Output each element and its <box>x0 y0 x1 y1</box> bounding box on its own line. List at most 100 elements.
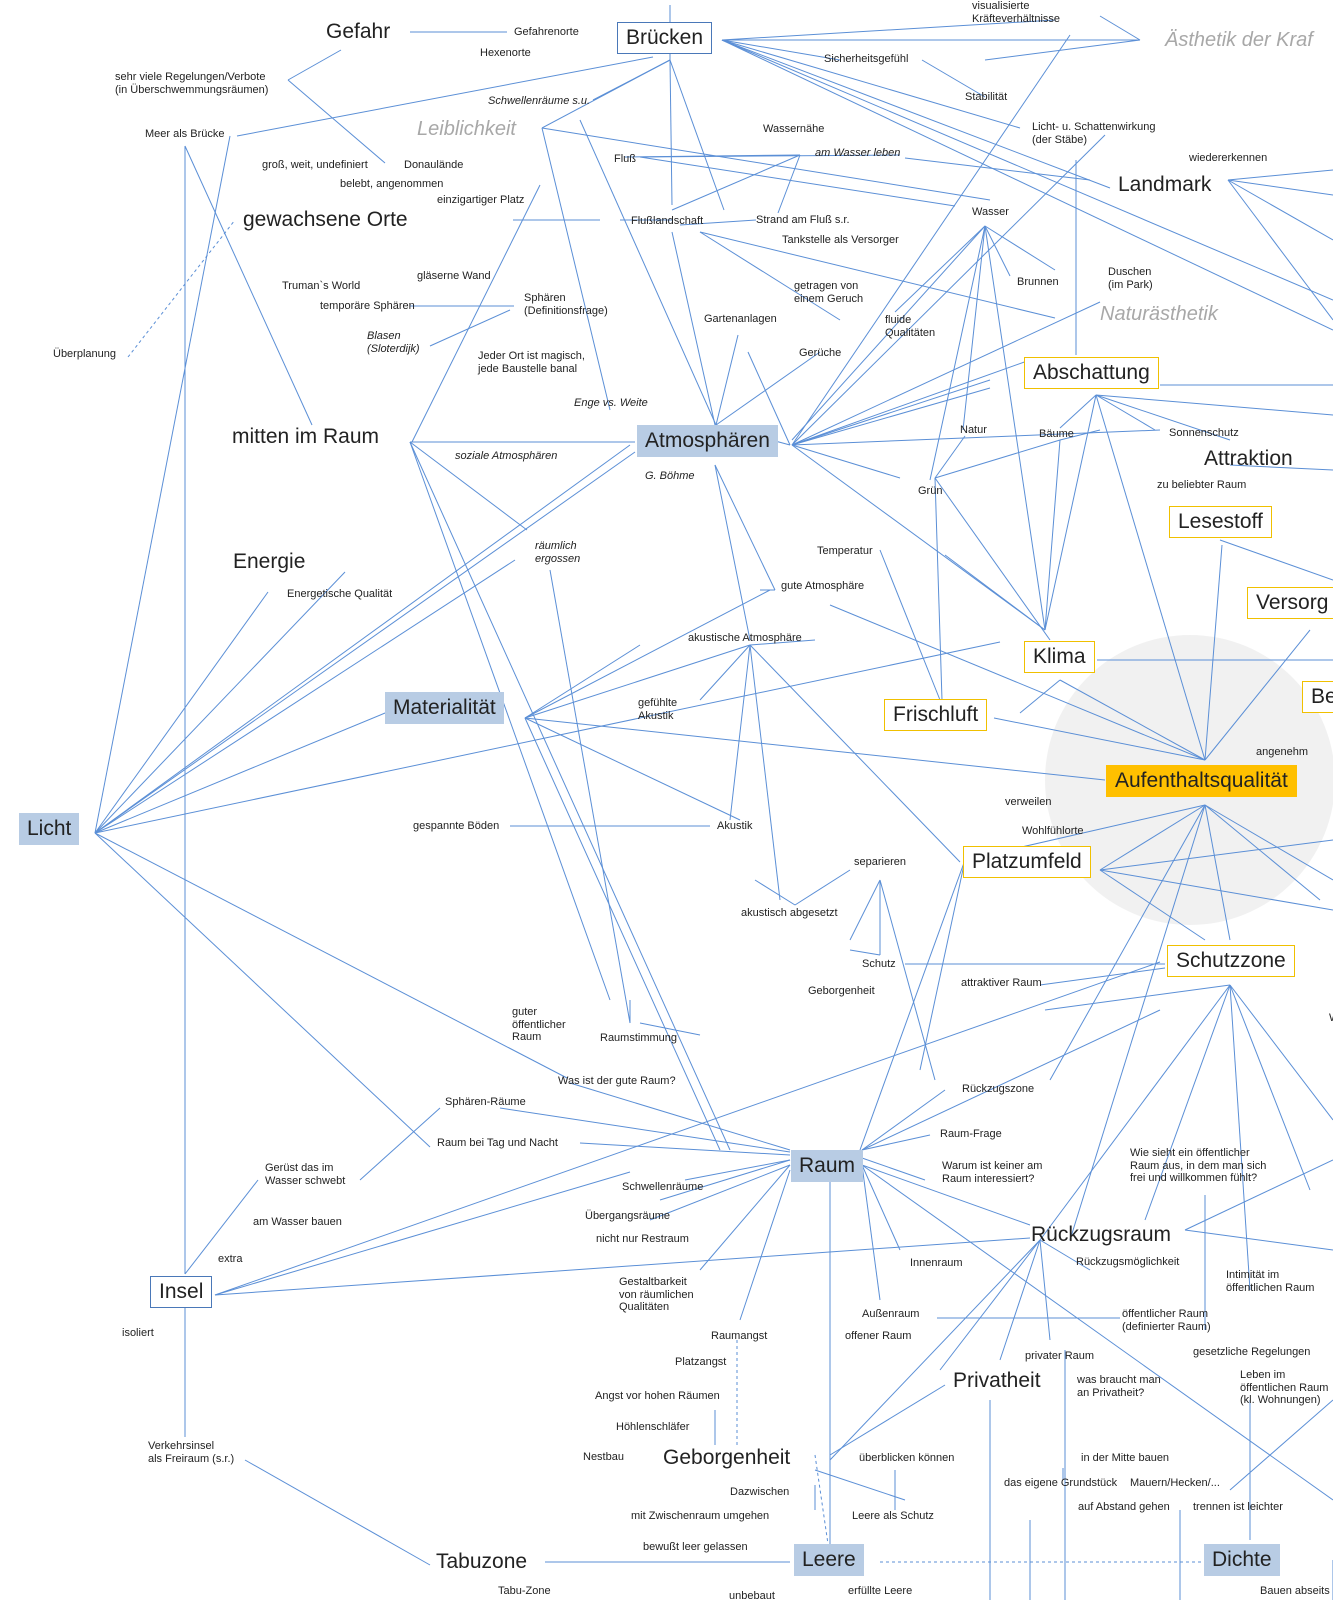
connection-line <box>94 641 1001 834</box>
node-verweilen: verweilen <box>1005 796 1052 808</box>
node-gefahrenorte: Gefahrenorte <box>514 26 579 38</box>
connection-line <box>184 145 313 426</box>
node-hexenorte: Hexenorte <box>480 47 531 59</box>
node-wohlfuehl: Wohlfühlorte <box>1022 825 1084 837</box>
node-wasser: Wasser <box>972 206 1009 218</box>
node-aesthetik: Ästhetik der Kraf <box>1165 29 1313 51</box>
connection-line <box>1095 394 1231 441</box>
connection-line <box>934 477 943 701</box>
connection-line <box>791 134 1106 446</box>
node-baeume: Bäume <box>1039 428 1074 440</box>
node-dazwischen: Dazwischen <box>730 1486 790 1498</box>
connection-line <box>861 1134 931 1151</box>
connection-line <box>679 219 757 226</box>
connection-line <box>94 571 346 834</box>
node-magisch: Jeder Ort ist magisch, jede Baustelle ba… <box>478 350 585 375</box>
node-donau: Donaulände <box>404 159 464 171</box>
connection-line <box>659 1159 791 1201</box>
connection-line <box>671 231 716 426</box>
connection-line <box>409 441 611 1001</box>
connection-line <box>1204 804 1231 941</box>
connection-line <box>639 1022 701 1036</box>
connection-line <box>524 644 751 719</box>
node-gerueche: Gerüche <box>799 347 842 359</box>
node-fluide: fluide Qualitäten <box>885 314 936 339</box>
connection-line <box>699 644 751 701</box>
connection-line <box>984 225 1011 277</box>
node-aufenthalt: Aufenthaltsqualität <box>1106 765 1297 798</box>
connection-line <box>359 1107 441 1181</box>
node-getragen: getragen von einem Geruch <box>794 280 864 305</box>
node-gewachsene: gewachsene Orte <box>243 208 408 231</box>
node-sozial: soziale Atmosphären <box>455 450 558 462</box>
node-gute_atmo: gute Atmosphäre <box>781 580 865 592</box>
connection-line <box>287 79 386 164</box>
node-attraktiv: attraktiver Raum <box>961 977 1042 989</box>
connection-line <box>721 39 1333 331</box>
connection-line <box>794 869 851 906</box>
node-hoehlen: Höhlenschläfer <box>616 1421 690 1433</box>
connection-line <box>499 1107 791 1153</box>
node-gruen: Grün <box>918 485 943 497</box>
connection-line <box>861 1009 1161 1151</box>
node-klima: Klima <box>1024 641 1095 674</box>
node-brunnen: Brunnen <box>1017 276 1059 288</box>
node-akustik: Akustik <box>717 820 753 832</box>
node-guter_raum: Was ist der gute Raum? <box>558 1075 676 1087</box>
connection-line <box>714 464 751 641</box>
node-temporaer: temporäre Sphären <box>320 300 415 312</box>
connection-line <box>94 135 231 834</box>
connection-line <box>791 444 1046 631</box>
node-abschattung: Abschattung <box>1024 357 1159 390</box>
node-warum: Warum ist keiner am Raum interessiert? <box>942 1160 1043 1185</box>
connection-line <box>829 1384 946 1456</box>
node-garten: Gartenanlagen <box>704 313 777 325</box>
connection-line <box>214 1171 631 1296</box>
node-ueberblicken: überblicken können <box>859 1452 955 1464</box>
node-licht: Licht <box>19 813 80 846</box>
node-raum: Raum <box>791 1150 864 1183</box>
node-innenraum: Innenraum <box>910 1257 963 1269</box>
node-boehme: G. Böhme <box>645 470 695 482</box>
node-gesetzlich: gesetzliche Regelungen <box>1193 1346 1311 1358</box>
node-schwellenraeume: Schwellenräume <box>622 1181 704 1193</box>
node-landmark: Landmark <box>1118 173 1212 196</box>
connection-line <box>579 119 717 426</box>
connection-line <box>669 59 725 211</box>
connection-line <box>861 1164 901 1251</box>
node-duschen: Duschen (im Park) <box>1108 266 1153 291</box>
connection-line <box>1059 429 1101 441</box>
node-energetisch: Energetische Qualität <box>287 588 393 600</box>
connection-line <box>791 379 991 446</box>
connection-line <box>1184 1229 1333 1251</box>
connection-line <box>791 34 1071 446</box>
node-regelungen: sehr viele Regelungen/Verbote (in Übersc… <box>115 71 269 96</box>
node-bewusst: bewußt leer gelassen <box>643 1541 748 1553</box>
connection-line <box>94 832 568 1079</box>
connection-line <box>524 589 771 719</box>
connection-line <box>94 591 269 834</box>
connection-line <box>861 1164 881 1301</box>
connection-line <box>879 879 936 1081</box>
connection-line <box>861 1157 926 1181</box>
connection-line <box>569 1082 791 1151</box>
connection-line <box>791 387 991 446</box>
connection-line <box>1229 984 1311 1191</box>
connection-line <box>649 1164 791 1221</box>
node-materialitaet: Materialität <box>385 692 504 725</box>
node-isoliert: isoliert <box>122 1327 154 1339</box>
connection-line <box>859 859 966 1151</box>
node-leere_schutz: Leere als Schutz <box>852 1510 934 1522</box>
node-amwasser: am Wasser leben <box>815 147 901 159</box>
node-rueckzugszone: Rückzugszone <box>962 1083 1035 1095</box>
node-intimitaet: Intimität im öffentlichen Raum <box>1226 1269 1315 1294</box>
connection-line <box>579 1142 791 1156</box>
node-attraktion: Attraktion <box>1204 447 1293 470</box>
connection-line <box>904 157 1091 181</box>
connection-line <box>729 644 751 821</box>
node-uebergang: Übergangsräume <box>585 1210 670 1222</box>
connection-line <box>541 127 991 201</box>
connection-line <box>721 39 1333 301</box>
node-angst_hohen: Angst vor hohen Räumen <box>595 1390 720 1402</box>
connection-line <box>849 949 881 956</box>
